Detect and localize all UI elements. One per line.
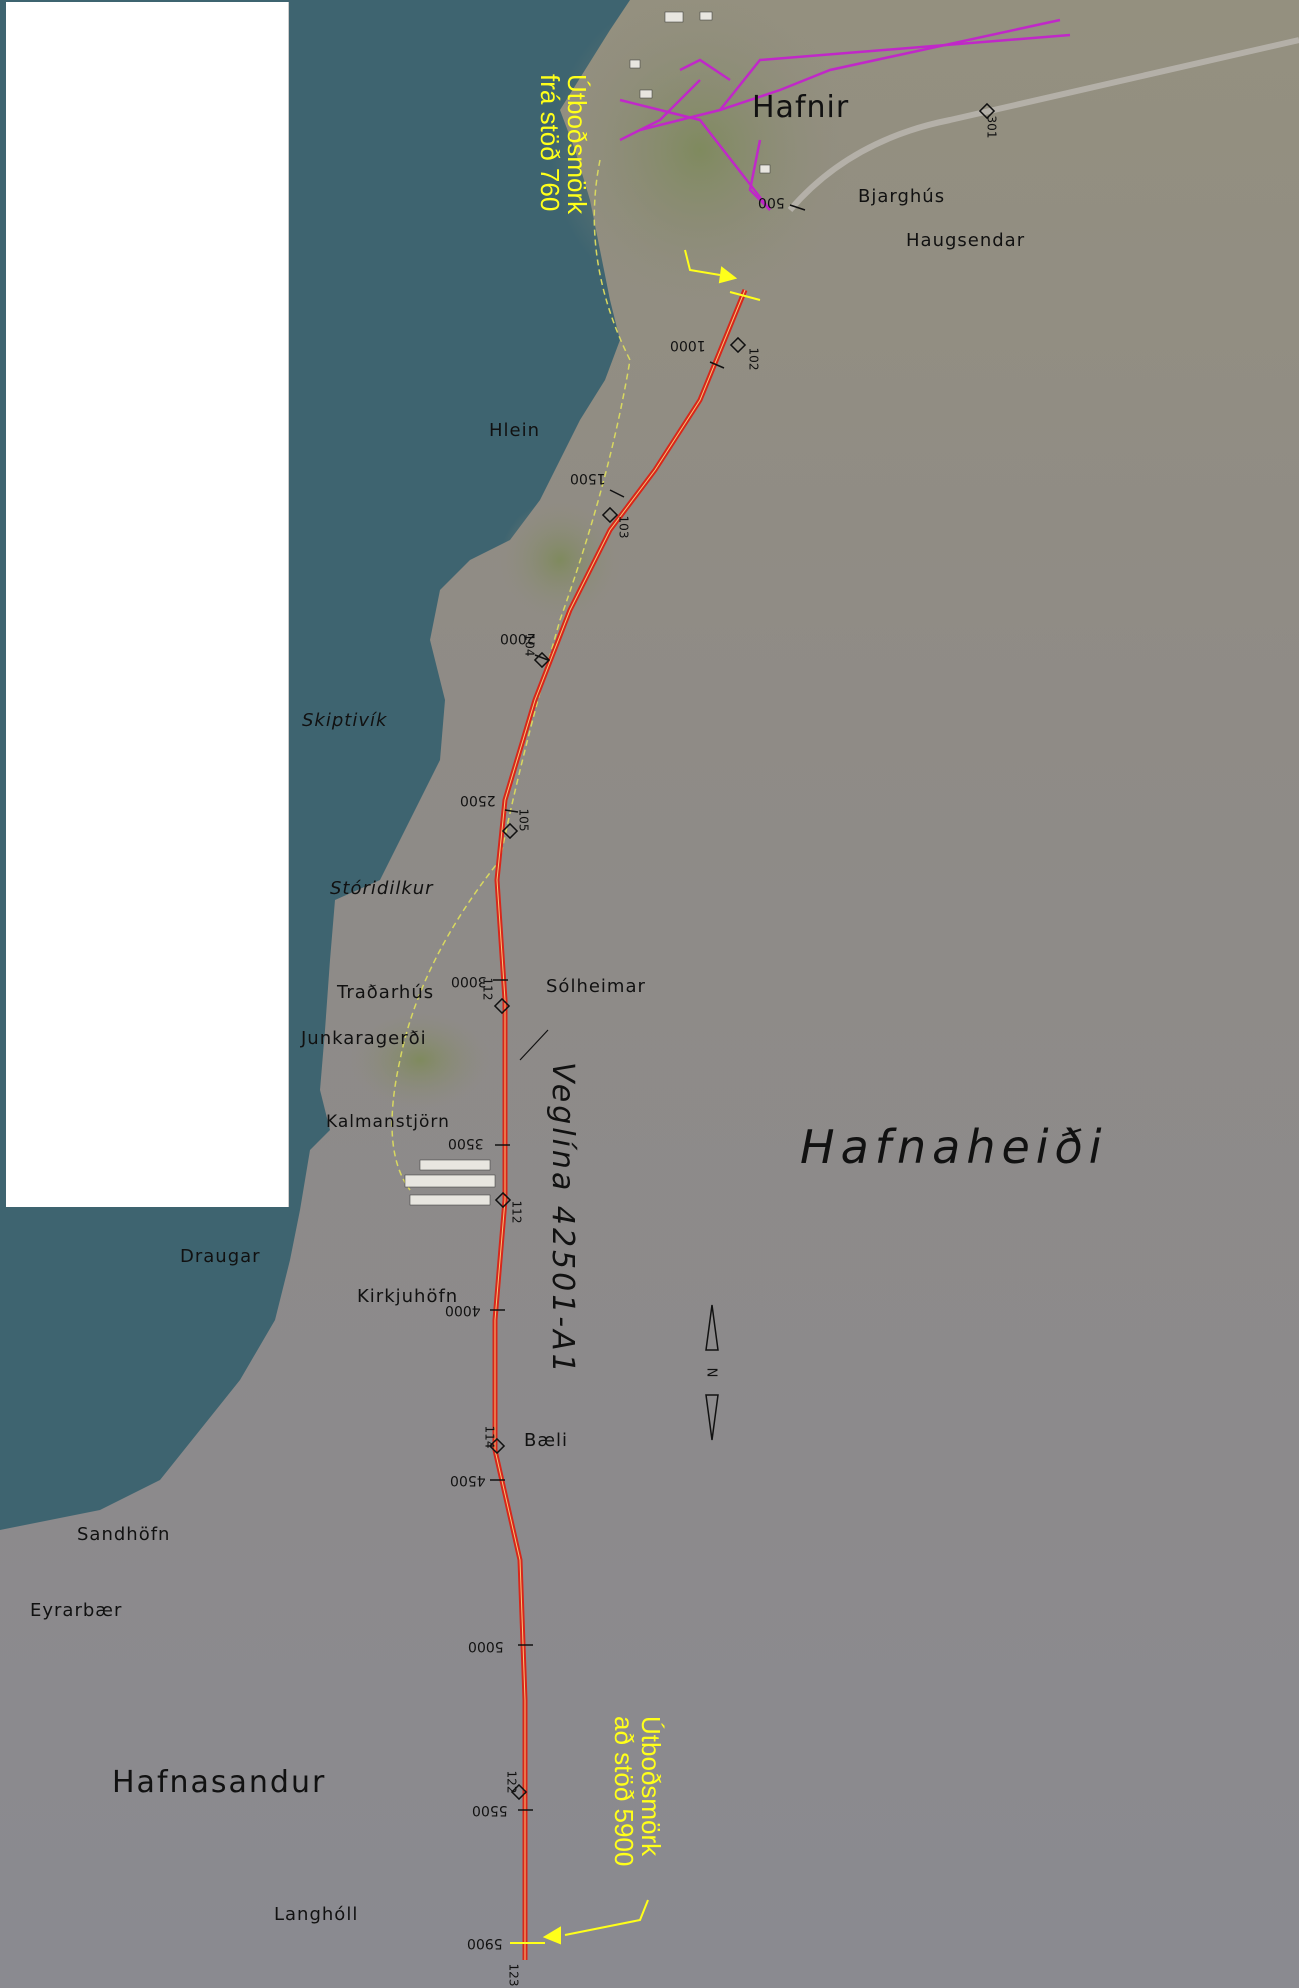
- point-label: 114: [482, 1425, 497, 1449]
- road-alignment-label: Veglína 42501-A1: [545, 1062, 580, 1376]
- start-limit-marker: [684, 249, 761, 301]
- place-tradarhus: Traðarhús: [337, 982, 435, 1003]
- place-hafnir: Hafnir: [752, 90, 850, 125]
- north-arrow-icon: [705, 1304, 719, 1441]
- station-label: 5500: [472, 1802, 508, 1818]
- old-track: [391, 159, 631, 1191]
- station-ticks: [490, 204, 806, 1811]
- village-buildings: [404, 11, 771, 1206]
- place-draugar: Draugar: [180, 1246, 261, 1267]
- station-label: 5000: [468, 1638, 504, 1654]
- place-storidilkur: Stóridilkur: [330, 878, 434, 899]
- start-limit-line1: Útboðsmörk: [562, 74, 592, 215]
- station-label: 1500: [570, 470, 606, 486]
- station-label: 3500: [448, 1135, 484, 1151]
- start-limit-label: Útboðsmörk frá stöð 760: [535, 74, 592, 215]
- place-kalmanstjorn: Kalmanstjörn: [326, 1112, 450, 1132]
- place-hafnasandur: Hafnasandur: [112, 1765, 327, 1800]
- point-label: 102: [746, 347, 761, 371]
- point-label: 104: [522, 633, 537, 657]
- point-label: 301: [984, 115, 999, 139]
- point-label: 122: [504, 1770, 519, 1794]
- survey-points: [488, 102, 996, 1801]
- end-limit-label: Útboðsmörk að stöð 5900: [609, 1716, 666, 1867]
- place-kirkjuhofn: Kirkjuhöfn: [357, 1286, 459, 1307]
- legend-panel: [6, 2, 289, 1207]
- point-label: 105: [516, 808, 531, 832]
- place-skiptivik: Skiptivík: [302, 710, 388, 731]
- end-limit-line2: að stöð 5900: [609, 1716, 639, 1867]
- station-label: 500: [758, 194, 785, 210]
- vegetation-area: [350, 1010, 490, 1110]
- end-limit-line1: Útboðsmörk: [636, 1716, 666, 1857]
- place-solheimar: Sólheimar: [546, 976, 646, 997]
- utility-lines: [619, 18, 1071, 211]
- point-label: 123: [506, 1963, 521, 1987]
- vegetation-area: [550, 0, 850, 310]
- place-junkaragerdi: Junkaragerði: [301, 1028, 427, 1049]
- station-label: 2500: [460, 792, 496, 808]
- place-bjarghus: Bjarghús: [858, 186, 946, 207]
- place-hlein: Hlein: [489, 420, 541, 441]
- station-label: 4000: [445, 1302, 481, 1318]
- place-haugsendar: Haugsendar: [906, 230, 1026, 251]
- vegetation-area: [500, 500, 620, 620]
- point-label: 103: [616, 515, 631, 539]
- place-sandhofn: Sandhöfn: [77, 1524, 171, 1545]
- road-alignment-edge: [494, 289, 746, 1960]
- station-label: 1000: [670, 337, 706, 353]
- station-label: 5900: [467, 1935, 503, 1951]
- north-arrow-label: N: [703, 1367, 719, 1378]
- place-langholl: Langhóll: [274, 1904, 359, 1925]
- start-limit-line2: frá stöð 760: [535, 74, 565, 212]
- label-leader-line: [519, 1029, 549, 1061]
- station-label: 4500: [450, 1472, 486, 1488]
- end-limit-marker: [510, 1899, 649, 1945]
- place-hafnaheidi: Hafnaheiði: [800, 1120, 1108, 1174]
- place-eyrarbaer: Eyrarbær: [30, 1600, 123, 1621]
- existing-road: [787, 37, 1299, 212]
- point-label: 112: [509, 1200, 524, 1224]
- point-label: 112: [480, 977, 495, 1001]
- place-baeli: Bæli: [524, 1430, 569, 1451]
